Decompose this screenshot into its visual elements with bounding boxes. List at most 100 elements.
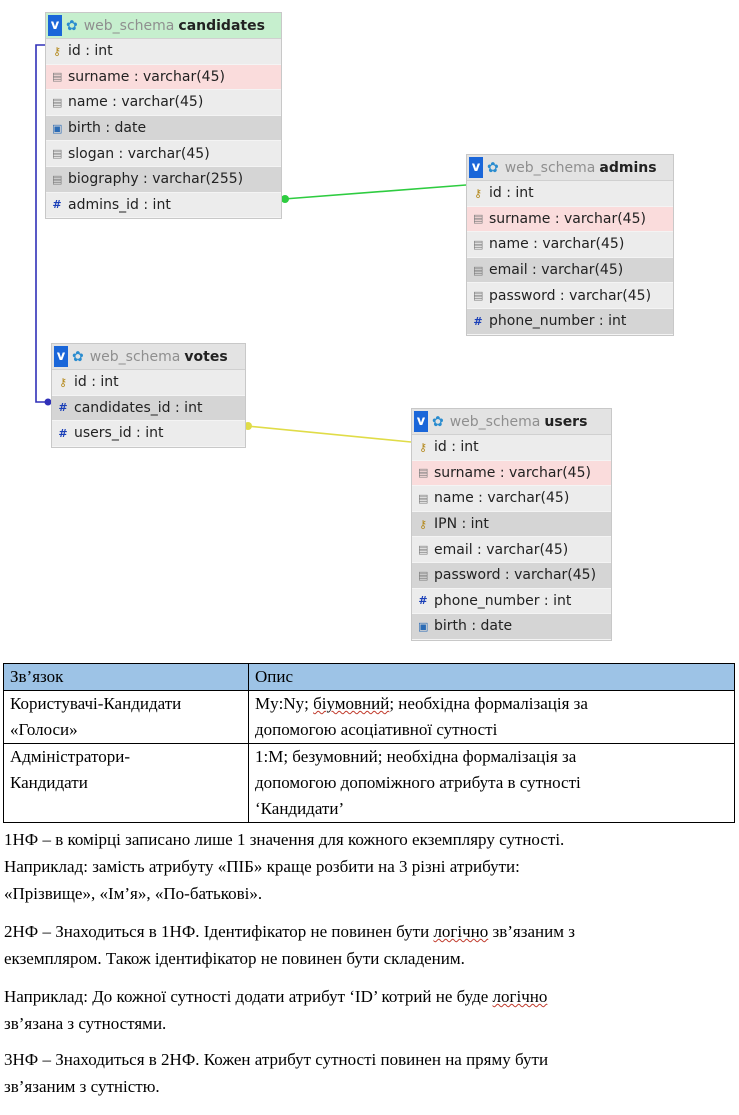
column-row[interactable]: ▤name : varchar(45) — [467, 232, 673, 258]
text-segment: зв’язаним з сутністю. — [4, 1077, 160, 1096]
text-segment: зв’язаним з — [488, 922, 575, 941]
table-admins[interactable]: v ✿ web_schema admins ⚷id : int▤surname … — [466, 154, 674, 336]
column-label: password : varchar(45) — [434, 567, 597, 584]
column-list: ⚷id : int▤surname : varchar(45)▤name : v… — [46, 39, 281, 219]
text-segment: ; необхідна формалізація за — [389, 694, 588, 713]
relation-description-cell: 1:M; безумовний; необхідна формалізація … — [248, 743, 735, 823]
text-line: My:Ny; біумовний; необхідна формалізація… — [255, 691, 728, 717]
text-field-icon: ▤ — [473, 263, 484, 277]
collapse-toggle-icon[interactable]: v — [469, 157, 483, 178]
candidates-votes-endpoint — [44, 398, 52, 406]
text-line: Наприклад: До кожної сутності додати атр… — [4, 983, 734, 1010]
text-line: екземпляром. Також ідентифікатор не пови… — [4, 945, 734, 972]
column-label: id : int — [489, 185, 534, 202]
collapse-toggle-icon[interactable]: v — [414, 411, 428, 432]
column-row[interactable]: #candidates_id : int — [52, 395, 245, 422]
column-label: email : varchar(45) — [489, 262, 624, 279]
table-candidates[interactable]: v ✿ web_schema candidates ⚷id : int▤surn… — [45, 12, 282, 220]
candidates-admins-line — [283, 184, 467, 200]
relations-table: Зв’язок Опис Користувачі-Кандидати«Голос… — [3, 663, 735, 823]
column-label: id : int — [68, 43, 113, 60]
column-label: phone_number : int — [434, 592, 572, 609]
column-row[interactable]: ⚷ id : int — [52, 370, 245, 396]
text-field-icon: ▤ — [52, 172, 63, 186]
table-header[interactable]: v ✿ web_schema admins — [467, 155, 673, 181]
column-row[interactable]: ▤ email : varchar(45) — [467, 257, 673, 284]
table-votes[interactable]: v ✿ web_schema votes ⚷ id : int #candidate… — [51, 343, 246, 448]
column-label: surname : varchar(45) — [68, 68, 225, 85]
column-row[interactable]: ⚷id : int — [46, 39, 281, 65]
column-label: IPN : int — [434, 516, 489, 533]
column-label: password : varchar(45) — [489, 287, 652, 304]
text-field-icon: ▤ — [473, 237, 484, 251]
text-field-icon: ▤ — [418, 466, 429, 480]
column-row[interactable]: ▣birth : date — [46, 115, 281, 142]
gear-icon[interactable]: ✿ — [432, 413, 444, 430]
text-line: Наприклад: замість атрибуту «ПІБ» краще … — [4, 853, 734, 880]
column-label: admins_id : int — [68, 196, 171, 213]
column-row[interactable]: ▤email : varchar(45) — [412, 537, 611, 563]
text-line: 1НФ – в комірці записано лише 1 значення… — [4, 826, 734, 853]
text-line: «Прізвище», «Ім’я», «По-батькові». — [4, 880, 734, 907]
column-row[interactable]: ⚷id : int — [467, 181, 673, 207]
key-icon: ⚷ — [58, 375, 68, 389]
table-users[interactable]: v ✿ web_schema users ⚷id : int▤surname :… — [411, 408, 612, 641]
column-label: slogan : varchar(45) — [68, 145, 210, 162]
column-row[interactable]: #users_id : int — [52, 421, 245, 447]
column-row[interactable]: ▤biography : varchar(255) — [46, 166, 281, 193]
text-line: «Голоси» — [10, 720, 78, 739]
spellcheck-flagged-word: логічно — [433, 922, 489, 941]
column-row[interactable]: ▤surname : varchar(45) — [46, 64, 281, 91]
relation-description-cell: My:Ny; біумовний; необхідна формалізація… — [248, 690, 735, 744]
text-field-icon: ▤ — [418, 568, 429, 582]
relation-name-cell: Користувачі-Кандидати«Голоси» — [3, 690, 249, 744]
collapse-toggle-icon[interactable]: v — [48, 15, 62, 36]
calendar-icon: ▣ — [418, 619, 429, 633]
column-label: email : varchar(45) — [434, 541, 569, 558]
gear-icon[interactable]: ✿ — [487, 159, 499, 176]
column-row[interactable]: ▤ slogan : varchar(45) — [46, 141, 281, 167]
number-icon: # — [52, 198, 62, 212]
text-segment: Наприклад: замість атрибуту «ПІБ» краще … — [4, 857, 520, 876]
column-label: id : int — [74, 374, 119, 391]
column-row[interactable]: ▤ password : varchar(45) — [412, 562, 611, 589]
text-field-icon: ▤ — [52, 147, 63, 161]
column-row[interactable]: ▤name : varchar(45) — [46, 90, 281, 116]
column-row[interactable]: # admins_id : int — [46, 192, 281, 219]
gear-icon[interactable]: ✿ — [72, 348, 84, 365]
table-header[interactable]: v ✿ web_schema candidates — [46, 13, 281, 39]
table-header[interactable]: v ✿ web_schema votes — [52, 344, 245, 370]
relations-body: Користувачі-Кандидати«Голоси»My:Ny; біум… — [3, 690, 735, 823]
table-header[interactable]: v ✿ web_schema users — [412, 409, 611, 435]
gear-icon[interactable]: ✿ — [66, 17, 78, 34]
candidates-admins-endpoint — [281, 195, 289, 203]
column-label: users_id : int — [74, 425, 164, 442]
column-label: id : int — [434, 439, 479, 456]
text-field-icon: ▤ — [418, 491, 429, 505]
column-row[interactable]: ⚷id : int — [412, 435, 611, 461]
column-label: name : varchar(45) — [68, 94, 204, 111]
paragraph-2nf: 2НФ – Знаходиться в 1НФ. Ідентифікатор н… — [4, 918, 734, 972]
text-segment: «Прізвище», «Ім’я», «По-батькові». — [4, 884, 263, 903]
text-segment: ‘Кандидати’ — [255, 799, 345, 818]
schema-name: web_schema — [504, 159, 596, 176]
text-line: 1:M; безумовний; необхідна формалізація … — [255, 744, 728, 770]
column-row[interactable]: ▤surname : varchar(45) — [412, 460, 611, 487]
column-row[interactable]: #phone_number : int — [467, 308, 673, 335]
paragraph-3nf: 3НФ – Знаходиться в 2НФ. Кожен атрибут с… — [4, 1046, 734, 1100]
column-row[interactable]: ⚷ IPN : int — [412, 511, 611, 538]
text-line: 2НФ – Знаходиться в 1НФ. Ідентифікатор н… — [4, 918, 734, 945]
text-segment: Наприклад: До кожної сутності додати атр… — [4, 987, 493, 1006]
column-list: ⚷ id : int #candidates_id : int#users_id :… — [52, 370, 245, 447]
relationship-lines — [35, 44, 467, 443]
paragraph-1nf: 1НФ – в комірці записано лише 1 значення… — [4, 826, 734, 907]
column-row[interactable]: #phone_number : int — [412, 588, 611, 615]
column-row[interactable]: ▤name : varchar(45) — [412, 486, 611, 512]
column-row[interactable]: ▣birth : date — [412, 614, 611, 640]
column-row[interactable]: ▤ password : varchar(45) — [467, 283, 673, 309]
column-row[interactable]: ▤surname : varchar(45) — [467, 206, 673, 233]
collapse-toggle-icon[interactable]: v — [54, 346, 68, 367]
key-icon: ⚷ — [418, 517, 428, 531]
schema-name: web_schema — [83, 17, 175, 34]
text-field-icon: ▤ — [473, 289, 484, 303]
